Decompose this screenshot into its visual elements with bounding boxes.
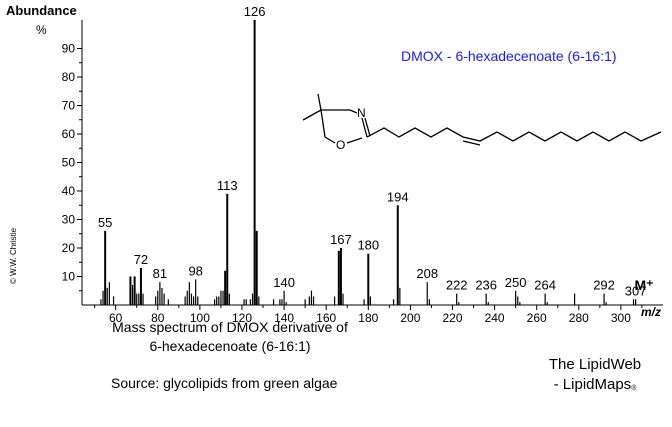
- source-caption: Source: glycolipids from green algae: [111, 375, 338, 391]
- peak-label: 222: [446, 278, 468, 293]
- x-tick-label: 180: [358, 311, 378, 325]
- peak-label: 194: [387, 189, 409, 204]
- peak-label: 208: [416, 266, 438, 281]
- peak-label: 98: [188, 263, 202, 278]
- caption-line-1: Mass spectrum of DMOX derivative of: [112, 319, 348, 335]
- peak-label: 126: [244, 4, 266, 19]
- dmox-structure-diagram: [302, 93, 662, 146]
- y-tick-label: 50: [62, 156, 76, 170]
- peak-label: 167: [330, 232, 352, 247]
- peak-label: 307: [625, 283, 647, 298]
- x-tick-label: 100: [190, 311, 210, 325]
- brand-line-1: The LipidWeb: [548, 356, 642, 373]
- peak-labels: 55 72 81 98 113 126 140 167 180 194 208 222 236 250 26…: [98, 4, 647, 298]
- x-tick-label: 300: [611, 311, 631, 325]
- y-tick-label: 60: [62, 127, 76, 141]
- chart-title: DMOX - 6-hexadecenoate (6-16:1): [401, 48, 617, 64]
- y-tick-label: 80: [62, 70, 76, 84]
- molecular-ion-label: M⁺: [634, 277, 653, 293]
- peak-label: 140: [273, 275, 295, 290]
- y-axis-label: Abundance: [6, 3, 77, 18]
- y-tick-label: 10: [62, 270, 76, 284]
- registered-mark: ®: [631, 385, 637, 392]
- axes: 10 20 30 40 50 60 70 80 90 60 80 100 120 140 160 180 200…: [62, 20, 663, 325]
- caption-line-2: 6-hexadecenoate (6-16:1): [149, 338, 311, 354]
- peak-label: 72: [134, 252, 148, 267]
- peak-label: 250: [505, 275, 527, 290]
- structure-o-label: O: [336, 138, 345, 152]
- x-tick-label: 80: [151, 311, 165, 325]
- x-tick-label: 240: [485, 311, 505, 325]
- y-tick-label: 30: [62, 213, 76, 227]
- x-tick-label: 60: [109, 311, 123, 325]
- x-tick-label: 140: [274, 311, 294, 325]
- copyright-text: © W.W. Christie: [9, 227, 18, 284]
- y-tick-label: 70: [62, 99, 76, 113]
- x-tick-label: 160: [316, 311, 336, 325]
- structure-n-label: N: [357, 106, 366, 120]
- y-tick-label: 90: [62, 42, 76, 56]
- x-tick-label: 260: [527, 311, 547, 325]
- peak-label: 81: [153, 266, 167, 281]
- y-tick-label: 20: [62, 241, 76, 255]
- x-tick-label: 280: [569, 311, 589, 325]
- peaks: [100, 20, 637, 305]
- x-axis-label: m/z: [641, 305, 661, 319]
- y-axis-unit: %: [36, 23, 47, 37]
- y-tick-label: 40: [62, 184, 76, 198]
- peak-label: 236: [475, 278, 497, 293]
- peak-label: 180: [357, 238, 379, 253]
- peak-label: 292: [593, 278, 615, 293]
- brand-line-2: - LipidMaps: [553, 376, 632, 393]
- caption-description: Mass spectrum of DMOX derivative of 6-he…: [60, 319, 400, 354]
- brand-block: The LipidWeb - LipidMaps®: [520, 356, 670, 393]
- peak-label: 55: [98, 215, 112, 230]
- peak-label: 113: [217, 178, 238, 193]
- peak-label: 264: [534, 278, 556, 293]
- x-tick-label: 200: [400, 311, 420, 325]
- x-tick-label: 220: [442, 311, 462, 325]
- x-tick-label: 120: [232, 311, 252, 325]
